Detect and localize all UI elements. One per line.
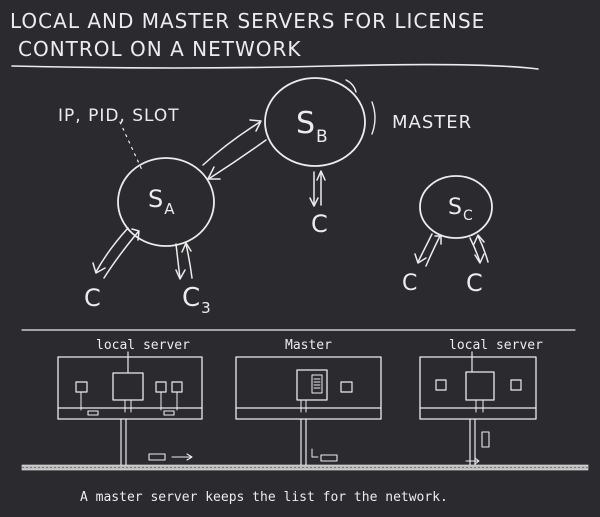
machines-area: local server Master local server — [21, 338, 589, 471]
arrow-sa-right-2 — [185, 243, 193, 279]
server-label-sb: SB — [296, 106, 329, 147]
arrow-sa-left-1 — [95, 227, 129, 273]
machine-box-right — [419, 356, 537, 420]
master-tick — [345, 79, 357, 93]
arrow-sc-left-2 — [425, 235, 441, 267]
master-list-icon — [311, 374, 323, 394]
server-circle-sc — [419, 175, 493, 239]
title-line-2: CONTROL ON A NETWORK — [18, 37, 301, 61]
caption: A master server keeps the list for the n… — [80, 490, 448, 505]
arrowhead-sb-to-sa — [207, 166, 221, 180]
server-label-sa: SA — [148, 185, 176, 218]
server-unit-left — [112, 372, 144, 401]
component-center — [340, 381, 353, 393]
master-label: MASTER — [392, 112, 472, 133]
server-label-sc: SC — [448, 195, 474, 224]
sketch-area: IP, PID, SLOT SB SA SC MASTER C C C3 — [58, 77, 493, 317]
client-label-sc-left: C — [402, 271, 418, 296]
component-left-b — [155, 381, 167, 393]
arrow-sa-to-sb — [202, 121, 261, 166]
packet-arrow-left — [171, 453, 193, 461]
arrow-sc-left-1 — [417, 233, 433, 263]
packet-hook-center — [311, 448, 319, 458]
machine-label-center: Master — [285, 338, 332, 353]
server-circle-sa — [117, 157, 215, 247]
arrow-sa-left-2 — [103, 231, 139, 279]
arrowheads-sa-right — [175, 242, 192, 280]
packet-center — [320, 454, 338, 462]
arrow-sc-right-1 — [469, 237, 481, 263]
connectors-right — [475, 399, 484, 413]
client-label-sc-right: C — [466, 269, 484, 297]
title-line-1: LOCAL AND MASTER SERVERS FOR LICENSE — [10, 9, 485, 33]
arrowheads-sc-left — [414, 235, 442, 264]
arrow-sa-right-1 — [175, 243, 181, 279]
component-right-a — [435, 379, 447, 391]
machine-label-left: local server — [96, 338, 190, 353]
master-bracket — [371, 101, 376, 135]
packet-left — [148, 453, 166, 461]
machine-box-center — [235, 356, 382, 420]
client-label-sb: C — [311, 210, 329, 238]
arrowheads-sb-c — [309, 170, 326, 207]
machine-box-left — [57, 356, 203, 420]
server-unit-right — [465, 371, 495, 401]
annotation-dotted-line — [119, 121, 143, 171]
component-left-a — [75, 381, 88, 393]
client-label-sa-right: C3 — [182, 283, 212, 317]
component-left-c — [171, 381, 183, 393]
client-label-sa-left: C — [84, 284, 102, 312]
slot-left-a — [87, 410, 99, 416]
connectors-center — [300, 399, 307, 413]
component-right-b — [510, 379, 522, 391]
server-circle-sb — [264, 77, 366, 167]
connectors-left — [80, 391, 178, 413]
arrow-sc-right-2 — [477, 235, 489, 263]
packet-arrow-right — [465, 457, 480, 465]
server-unit-center — [296, 369, 328, 401]
master-list-lines — [313, 378, 321, 389]
title-underline — [11, 63, 539, 70]
arrowhead-sa-to-sb — [249, 119, 262, 132]
machine-label-right: local server — [449, 338, 543, 353]
ip-pid-slot-label: IP, PID, SLOT — [58, 106, 180, 126]
arrowheads-sa-left — [92, 228, 140, 274]
slot-left-b — [163, 410, 175, 416]
arrow-sb-to-sa — [209, 139, 267, 179]
packet-right — [481, 431, 490, 448]
arrowheads-sc-right — [473, 234, 485, 264]
